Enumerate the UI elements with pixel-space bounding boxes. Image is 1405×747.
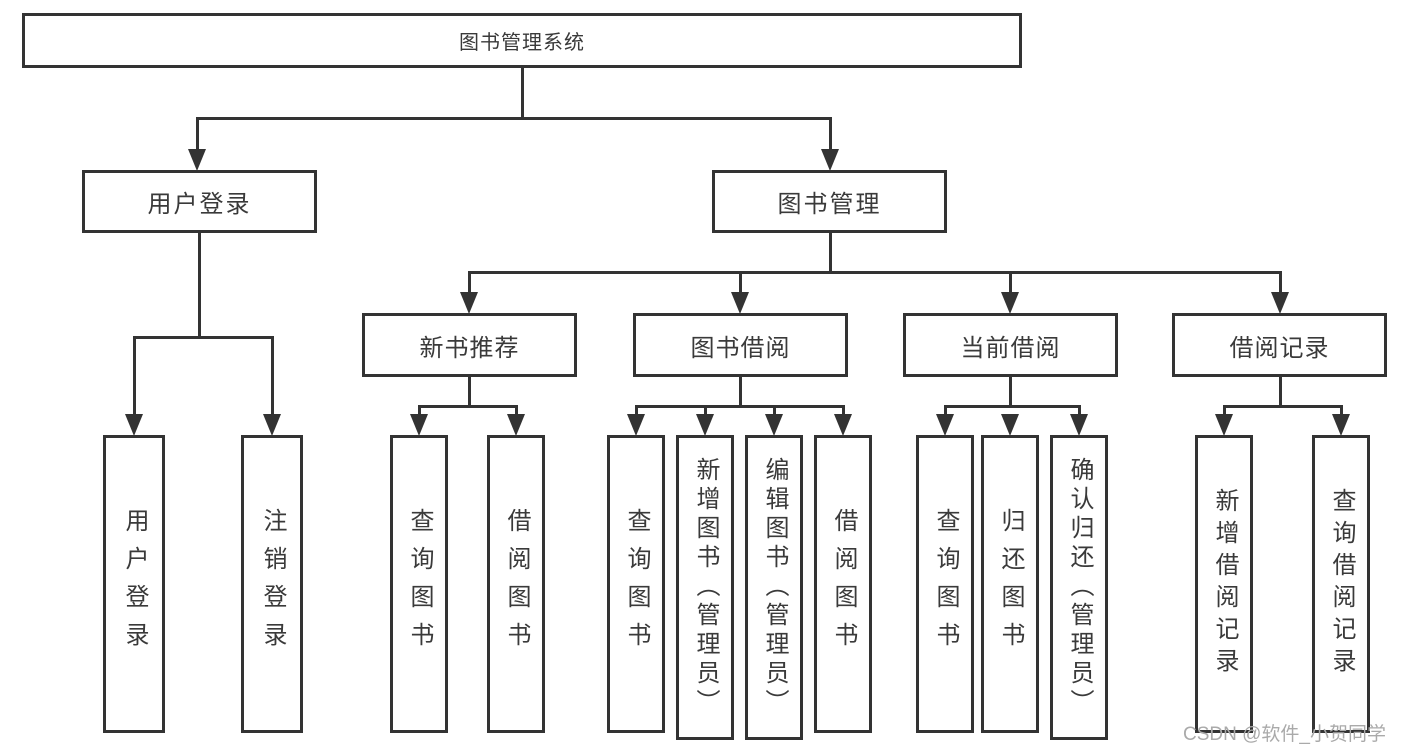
connector-v bbox=[1009, 377, 1012, 408]
connector-v bbox=[468, 377, 471, 408]
connector-v bbox=[521, 68, 524, 120]
arrowhead-down-icon bbox=[1001, 292, 1019, 314]
leaf-bb-edit-books-admin: 编辑图书（管理员） bbox=[745, 435, 803, 740]
connector-v bbox=[1009, 271, 1012, 294]
connector-h bbox=[196, 117, 832, 120]
connector-v bbox=[198, 233, 201, 339]
leaf-label: 查询借阅记录 bbox=[1328, 488, 1355, 680]
node-book-borrowing: 图书借阅 bbox=[633, 313, 848, 377]
connector-v bbox=[1223, 405, 1226, 416]
arrowhead-down-icon bbox=[263, 414, 281, 436]
leaf-label: 查询图书 bbox=[406, 508, 433, 660]
connector-v bbox=[271, 336, 274, 416]
leaf-label: 确认归还（管理员） bbox=[1066, 457, 1093, 718]
leaf-br-add-record: 新增借阅记录 bbox=[1195, 435, 1253, 733]
leaf-label: 借阅图书 bbox=[830, 508, 857, 660]
arrowhead-down-icon bbox=[507, 414, 525, 436]
arrowhead-down-icon bbox=[1332, 414, 1350, 436]
connector-v bbox=[515, 405, 518, 416]
leaf-label: 借阅图书 bbox=[503, 508, 530, 660]
leaf-bb-query-books: 查询图书 bbox=[607, 435, 665, 733]
arrowhead-down-icon bbox=[731, 292, 749, 314]
arrowhead-down-icon bbox=[765, 414, 783, 436]
leaf-nb-borrow-books: 借阅图书 bbox=[487, 435, 545, 733]
connector-v bbox=[1279, 377, 1282, 408]
arrowhead-down-icon bbox=[460, 292, 478, 314]
node-root: 图书管理系统 bbox=[22, 13, 1022, 68]
connector-h bbox=[1223, 405, 1343, 408]
node-current-borrowing: 当前借阅 bbox=[903, 313, 1118, 377]
arrowhead-down-icon bbox=[1001, 414, 1019, 436]
leaf-br-query-record: 查询借阅记录 bbox=[1312, 435, 1370, 733]
leaf-user-login: 用户登录 bbox=[103, 435, 165, 733]
connector-v bbox=[196, 117, 199, 151]
node-user-login: 用户登录 bbox=[82, 170, 317, 233]
connector-h bbox=[468, 271, 1282, 274]
connector-h bbox=[944, 405, 1081, 408]
connector-h bbox=[418, 405, 518, 408]
leaf-bb-borrow-books: 借阅图书 bbox=[814, 435, 872, 733]
connector-v bbox=[739, 271, 742, 294]
node-borrowing-records: 借阅记录 bbox=[1172, 313, 1387, 377]
node-book-management: 图书管理 bbox=[712, 170, 947, 233]
arrowhead-down-icon bbox=[125, 414, 143, 436]
connector-v bbox=[829, 117, 832, 151]
leaf-cb-return-books: 归还图书 bbox=[981, 435, 1039, 733]
leaf-nb-query-books: 查询图书 bbox=[390, 435, 448, 733]
arrowhead-down-icon bbox=[1070, 414, 1088, 436]
arrowhead-down-icon bbox=[1215, 414, 1233, 436]
connector-h bbox=[133, 336, 274, 339]
leaf-label: 编辑图书（管理员） bbox=[761, 457, 788, 718]
connector-v bbox=[842, 405, 845, 416]
arrowhead-down-icon bbox=[936, 414, 954, 436]
leaf-cb-query-books: 查询图书 bbox=[916, 435, 974, 733]
leaf-label: 归还图书 bbox=[997, 508, 1024, 660]
connector-v bbox=[635, 405, 638, 416]
leaf-bb-add-books-admin: 新增图书（管理员） bbox=[676, 435, 734, 740]
connector-v bbox=[418, 405, 421, 416]
leaf-cb-confirm-return-admin: 确认归还（管理员） bbox=[1050, 435, 1108, 740]
arrowhead-down-icon bbox=[627, 414, 645, 436]
connector-v bbox=[829, 233, 832, 274]
leaf-label: 注销登录 bbox=[259, 508, 286, 660]
arrowhead-down-icon bbox=[834, 414, 852, 436]
leaf-label: 新增借阅记录 bbox=[1211, 488, 1238, 680]
connector-v bbox=[1279, 271, 1282, 294]
arrowhead-down-icon bbox=[821, 149, 839, 171]
connector-v bbox=[773, 405, 776, 416]
connector-v bbox=[944, 405, 947, 416]
arrowhead-down-icon bbox=[1271, 292, 1289, 314]
connector-h bbox=[635, 405, 845, 408]
connector-v bbox=[133, 336, 136, 416]
leaf-label: 查询图书 bbox=[932, 508, 959, 660]
connector-v bbox=[468, 271, 471, 294]
arrowhead-down-icon bbox=[188, 149, 206, 171]
watermark: CSDN @软件_小贺同学 bbox=[1183, 724, 1386, 745]
node-new-book-recommendation: 新书推荐 bbox=[362, 313, 577, 377]
arrowhead-down-icon bbox=[696, 414, 714, 436]
leaf-label: 新增图书（管理员） bbox=[692, 457, 719, 718]
connector-v bbox=[704, 405, 707, 416]
connector-v bbox=[1078, 405, 1081, 416]
arrowhead-down-icon bbox=[410, 414, 428, 436]
leaf-logout: 注销登录 bbox=[241, 435, 303, 733]
connector-v bbox=[1340, 405, 1343, 416]
connector-v bbox=[739, 377, 742, 408]
leaf-label: 用户登录 bbox=[121, 508, 148, 660]
leaf-label: 查询图书 bbox=[623, 508, 650, 660]
